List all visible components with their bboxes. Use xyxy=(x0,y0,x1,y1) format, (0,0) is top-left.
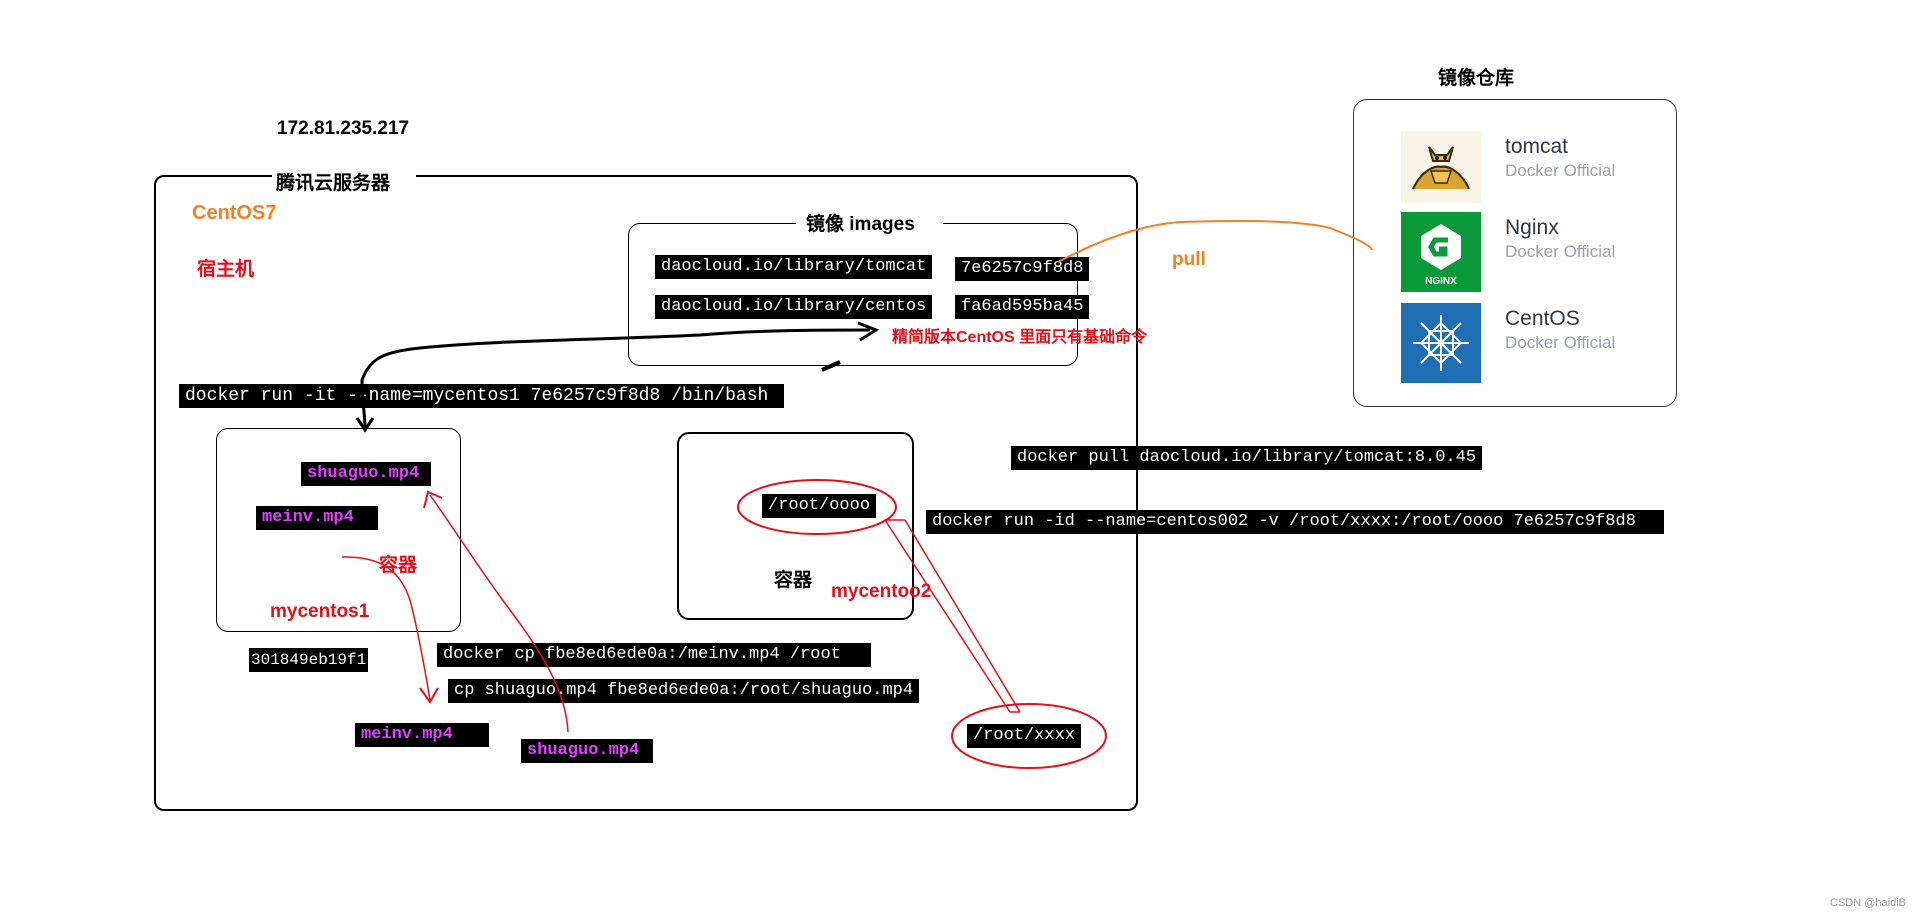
volume-mount-band xyxy=(884,519,1021,713)
host-file-shuaguo: shuaguo.mp4 xyxy=(521,739,654,763)
server-title: 腾讯云服务器 xyxy=(272,168,417,195)
container-path-ellipse xyxy=(737,479,897,535)
os-label: CentOS7 xyxy=(192,202,277,224)
cmd-run-id: docker run -id --name=centos002 -v /root… xyxy=(926,510,1664,534)
host-label: 宿主机 xyxy=(197,259,255,280)
registry-item-tomcat-sub: Docker Official xyxy=(1505,161,1616,180)
pull-arrow xyxy=(1057,219,1373,263)
cmd-run-it: docker run -it --name=mycentos1 7e6257c9… xyxy=(179,384,785,408)
tomcat-icon xyxy=(1401,131,1481,203)
registry-item-nginx-name: Nginx xyxy=(1505,216,1559,239)
container1-box xyxy=(216,428,461,632)
watermark: CSDN @haidiB xyxy=(1830,897,1906,909)
centos-note: 精简版本CentOS 里面只有基础命令 xyxy=(892,329,1148,346)
container1-file-shuaguo: shuaguo.mp4 xyxy=(301,462,432,486)
image-id-centos: fa6ad595ba45 xyxy=(955,295,1090,319)
run-arrow xyxy=(360,328,871,429)
cp-out-arrow xyxy=(341,556,431,701)
container1-id: 301849eb19f1 xyxy=(249,648,369,672)
registry-item-centos-sub: Docker Official xyxy=(1505,333,1616,352)
svg-text:NGINX: NGINX xyxy=(1425,276,1457,287)
image-name-tomcat: daocloud.io/library/tomcat xyxy=(655,255,933,279)
host-file-meinv: meinv.mp4 xyxy=(355,723,489,747)
cmd-pull: docker pull daocloud.io/library/tomcat:8… xyxy=(1011,446,1483,470)
image-name-centos: daocloud.io/library/centos xyxy=(655,295,933,319)
pull-label: pull xyxy=(1172,249,1206,270)
container2-name: mycentoo2 xyxy=(831,581,932,602)
registry-item-nginx-sub: Docker Official xyxy=(1505,242,1616,261)
cp-in-arrow xyxy=(429,494,569,733)
container2-box xyxy=(677,432,914,620)
registry-item-tomcat-name: tomcat xyxy=(1505,135,1569,158)
images-title: 镜像 images xyxy=(796,209,943,236)
cmd-cp-from: docker cp fbe8ed6ede0a:/meinv.mp4 /root xyxy=(437,643,871,667)
registry-box xyxy=(1353,99,1677,407)
cmd-cp-to: cp shuaguo.mp4 fbe8ed6ede0a:/root/shuagu… xyxy=(448,679,920,703)
centos-icon xyxy=(1401,303,1481,383)
registry-title: 镜像仓库 xyxy=(1438,68,1515,89)
container1-name: mycentos1 xyxy=(270,601,370,622)
container2-path: /root/oooo xyxy=(762,494,877,518)
server-ip: 172.81.235.217 xyxy=(277,118,410,139)
nginx-icon: NGINX xyxy=(1401,212,1481,292)
host-path-ellipse xyxy=(951,703,1107,769)
host-path: /root/xxxx xyxy=(967,724,1082,748)
image-id-tomcat: 7e6257c9f8d8 xyxy=(955,257,1090,281)
registry-item-centos-name: CentOS xyxy=(1505,307,1580,330)
container1-label: 容器 xyxy=(379,555,418,576)
container1-file-meinv: meinv.mp4 xyxy=(256,506,378,530)
container2-label: 容器 xyxy=(774,570,813,591)
server-box xyxy=(154,175,1138,811)
